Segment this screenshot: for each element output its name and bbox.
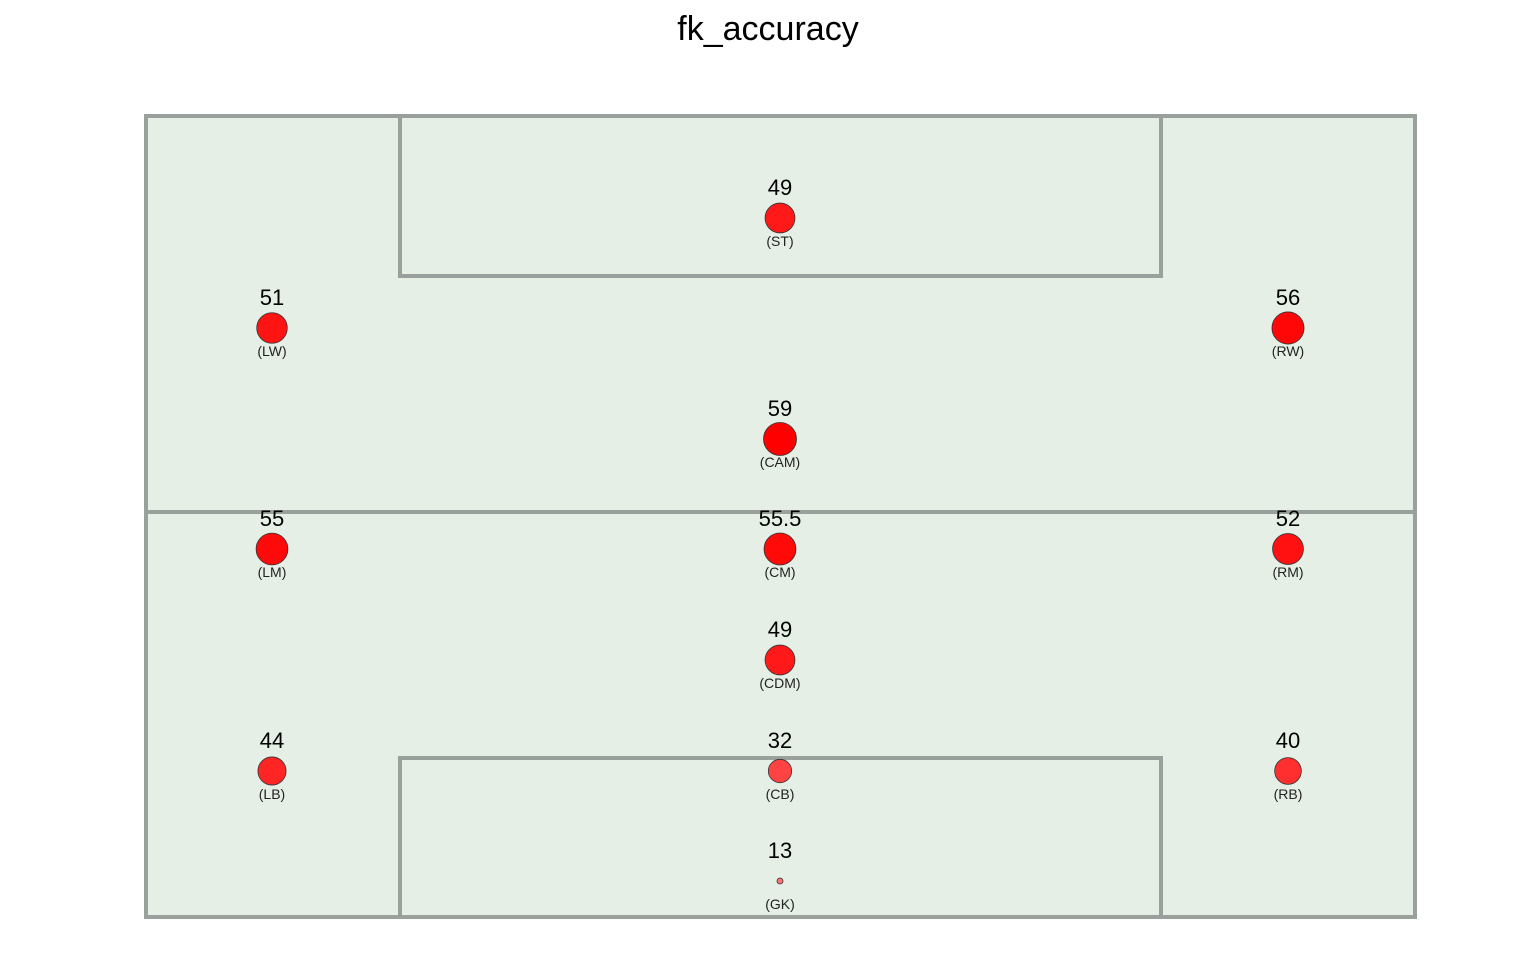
player-point-rw: 56 (RW) [1271, 285, 1305, 359]
player-point-cb: 32 (CB) [766, 728, 795, 802]
point-value-label: 55 [260, 506, 284, 531]
point-value-label: 52 [1276, 506, 1300, 531]
point-value-label: 40 [1276, 728, 1300, 753]
point-value-label: 49 [768, 175, 792, 200]
player-point-gk: 13 (GK) [765, 838, 795, 912]
point-marker [764, 644, 796, 676]
player-point-lw: 51 (LW) [256, 285, 288, 359]
player-point-cm: 55.5 (CM) [759, 506, 802, 580]
point-marker [776, 877, 784, 885]
player-point-lm: 55 (LM) [255, 506, 289, 580]
point-marker [1272, 533, 1304, 565]
point-value-label: 56 [1276, 285, 1300, 310]
point-position-label: (LW) [257, 343, 286, 359]
bottom-penalty-box [398, 756, 1163, 917]
point-value-label: 49 [768, 617, 792, 642]
pitch-markings [144, 114, 1417, 919]
point-marker [763, 422, 797, 456]
point-marker [256, 312, 288, 344]
point-position-label: (CM) [764, 564, 795, 580]
point-value-label: 44 [260, 728, 284, 753]
point-value-label: 32 [768, 728, 792, 753]
point-value-label: 51 [260, 285, 284, 310]
player-point-rb: 40 (RB) [1274, 728, 1303, 802]
point-marker [1271, 311, 1305, 345]
player-points: 49(ST)51(LW)56(RW)59(CAM)55(LM)55.5(CM)5… [255, 175, 1305, 912]
point-marker [1274, 757, 1302, 785]
point-position-label: (CAM) [760, 454, 800, 470]
point-position-label: (RB) [1274, 786, 1303, 802]
point-value-label: 55.5 [759, 506, 802, 531]
player-point-st: 49 (ST) [764, 175, 796, 249]
point-value-label: 59 [768, 396, 792, 421]
point-position-label: (RW) [1272, 343, 1304, 359]
pitch-outline [144, 114, 1417, 919]
point-position-label: (LM) [258, 564, 287, 580]
player-point-rm: 52 (RM) [1272, 506, 1304, 580]
player-point-cam: 59 (CAM) [760, 396, 800, 470]
point-marker [764, 202, 796, 234]
player-point-cdm: 49 (CDM) [759, 617, 800, 691]
point-marker [767, 758, 793, 784]
point-marker [255, 532, 289, 566]
point-marker [763, 532, 797, 566]
point-position-label: (ST) [766, 233, 793, 249]
player-point-lb: 44 (LB) [257, 728, 287, 802]
point-marker [257, 756, 287, 786]
top-penalty-box [398, 116, 1163, 278]
point-position-label: (CB) [766, 786, 795, 802]
point-position-label: (GK) [765, 896, 795, 912]
point-position-label: (LB) [259, 786, 285, 802]
point-value-label: 13 [768, 838, 792, 863]
point-position-label: (CDM) [759, 675, 800, 691]
chart-title: fk_accuracy [677, 10, 859, 48]
point-position-label: (RM) [1272, 564, 1303, 580]
